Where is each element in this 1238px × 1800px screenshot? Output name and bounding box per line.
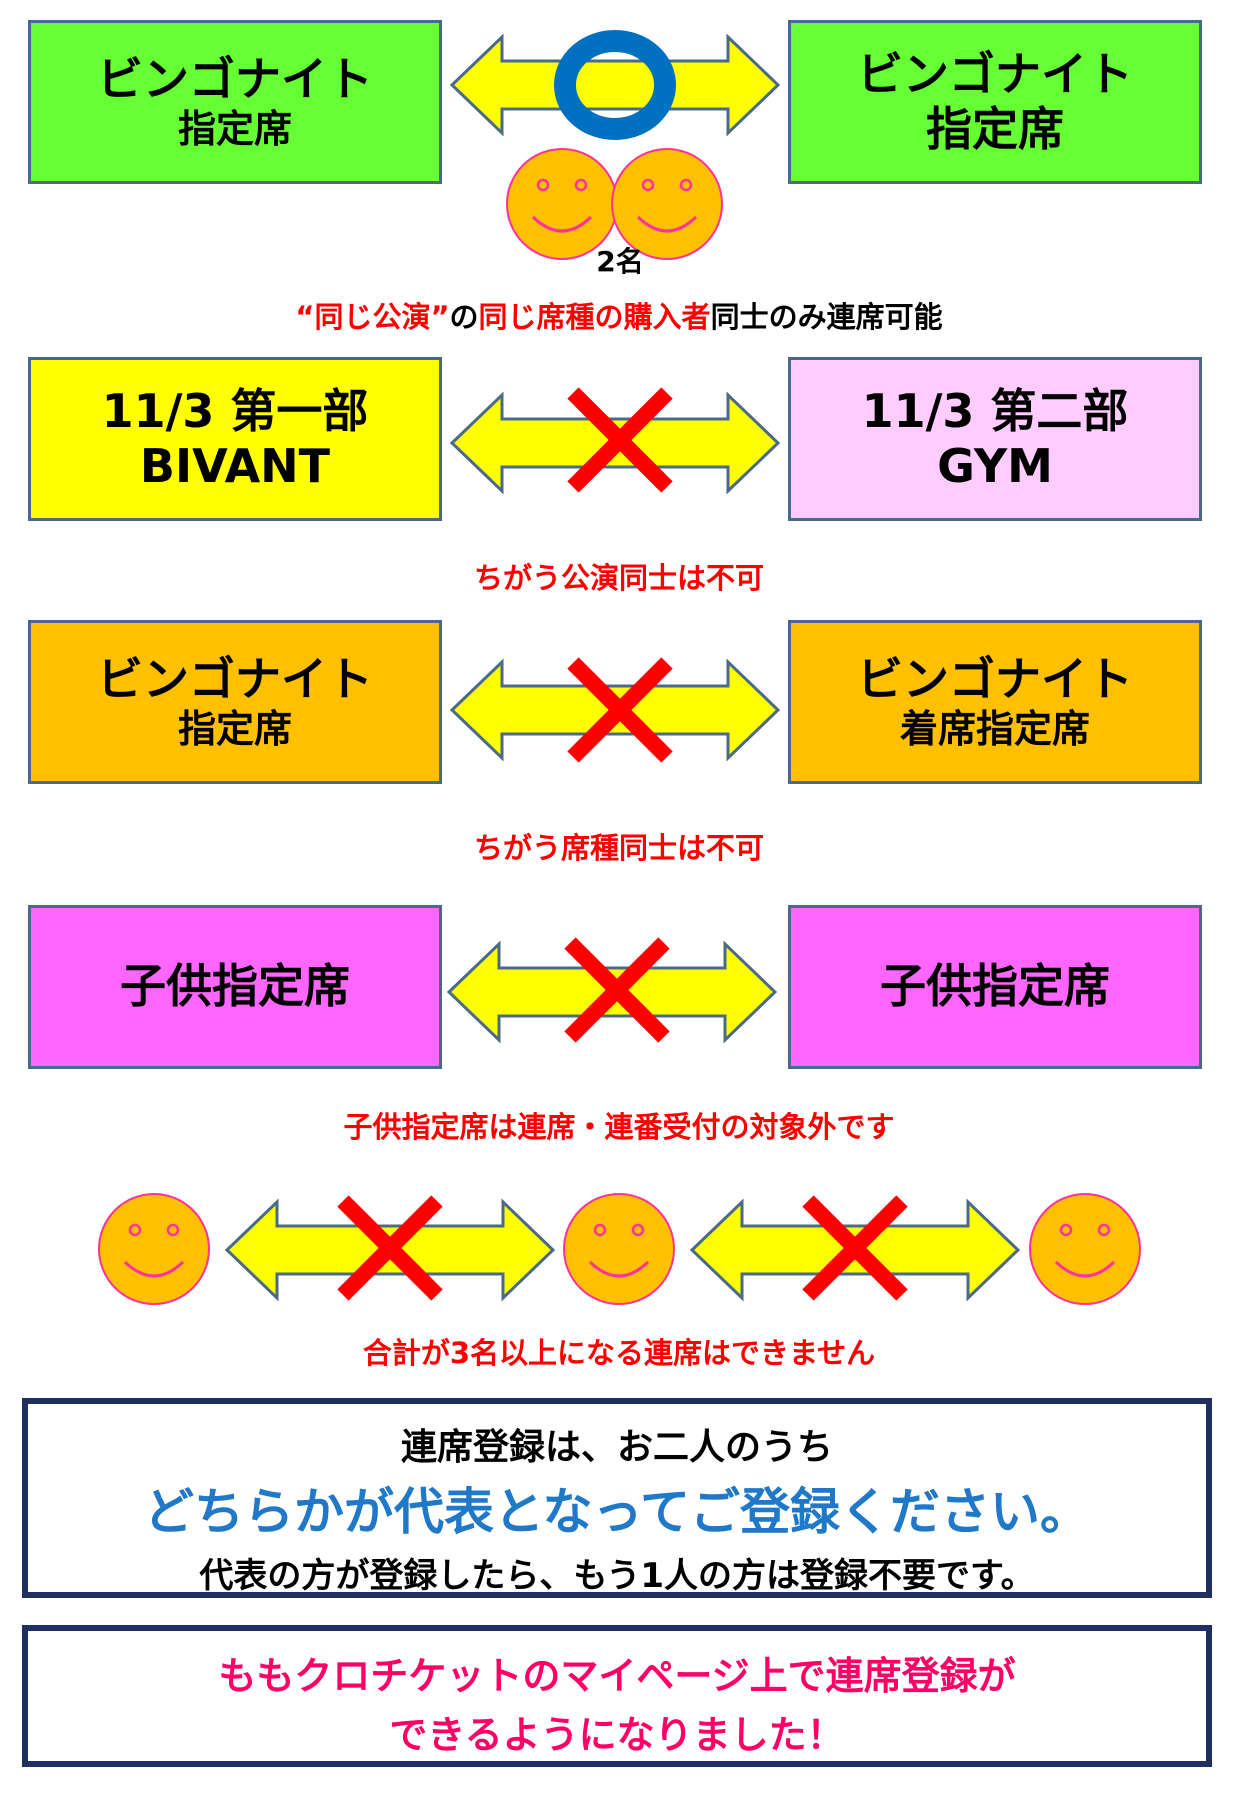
cross-mark-icon [337, 1195, 443, 1301]
caption-emphasis: 同じ席種の購入者 [478, 300, 711, 334]
notice-highlight: ももクロチケットのマイページ上で連席登録が [218, 1654, 1016, 1698]
seat-box-part1-bivant: 11/3 第一部 BIVANT [28, 357, 442, 521]
different-performance-caption: ちがう公演同士は不可 [473, 561, 764, 595]
seat-box-subtitle: 着席指定席 [899, 706, 1090, 751]
same-performance-caption: “同じ公演”の同じ席種の購入者同士のみ連席可能 [0, 294, 1238, 336]
seat-box-subtitle: 指定席 [177, 106, 292, 151]
notice-line: 代表の方が登録したら、もう1人の方は登録不要です。 [199, 1556, 1035, 1596]
smiley-face-icon [506, 148, 618, 260]
smiley-face-icon [1029, 1193, 1141, 1305]
person-count-label: 2名 [596, 245, 644, 278]
seat-box-title: 子供指定席 [120, 959, 350, 1014]
double-arrow-icon [449, 33, 781, 137]
child-seat-caption: 子供指定席は連席・連番受付の対象外です [343, 1110, 895, 1144]
mypage-registration-notice: ももクロチケットのマイページ上で連席登録が できるようになりました！ [22, 1625, 1212, 1767]
cross-mark-icon [802, 1195, 908, 1301]
seat-box-title: ビンゴナイト [97, 51, 373, 106]
ok-circle-icon [554, 30, 676, 140]
smiley-face-icon [98, 1193, 210, 1305]
seat-box-title: 11/3 第二部 [861, 383, 1129, 438]
seat-box-subtitle: BIVANT [139, 439, 331, 493]
seat-box-title: ビンゴナイト [97, 651, 373, 706]
caption-text: の [449, 300, 479, 334]
seat-box-subtitle: GYM [937, 439, 1053, 493]
seat-box-child-right: 子供指定席 [788, 905, 1202, 1069]
different-seat-type-caption: ちがう席種同士は不可 [473, 831, 764, 865]
notice-highlight: どちらかが代表となってご登録ください。 [144, 1483, 1090, 1541]
notice-highlight: できるようになりました！ [389, 1713, 845, 1757]
seat-box-subtitle: 指定席 [177, 706, 292, 751]
seat-box-bingo-seated-designated: ビンゴナイト 着席指定席 [788, 620, 1202, 784]
caption-text: 同士のみ連席可能 [710, 300, 943, 334]
smiley-face-icon [563, 1193, 675, 1305]
seat-box-title: 子供指定席 [880, 959, 1110, 1014]
seat-box-part2-gym: 11/3 第二部 GYM [788, 357, 1202, 521]
seat-box-bingo-designated-right: ビンゴナイト 指定席 [788, 20, 1202, 184]
cross-mark-icon [567, 387, 673, 493]
three-or-more-caption: 合計が3名以上になる連席はできません [362, 1336, 876, 1370]
caption-emphasis: “同じ公演” [295, 300, 450, 334]
seat-box-title: 11/3 第一部 [101, 383, 369, 438]
cross-mark-icon [567, 657, 673, 763]
smiley-face-icon [611, 148, 723, 260]
seat-box-title: ビンゴナイト [857, 46, 1133, 101]
cross-mark-icon [564, 937, 670, 1043]
notice-line: 連席登録は、お二人のうち [400, 1427, 833, 1468]
seat-box-child-left: 子供指定席 [28, 905, 442, 1069]
seat-box-title: ビンゴナイト [857, 651, 1133, 706]
seat-box-bingo-designated: ビンゴナイト 指定席 [28, 620, 442, 784]
seat-box-bingo-designated-left: ビンゴナイト 指定席 [28, 20, 442, 184]
representative-registration-notice: 連席登録は、お二人のうち どちらかが代表となってご登録ください。 代表の方が登録… [22, 1398, 1212, 1598]
seat-box-subtitle: 指定席 [926, 102, 1064, 156]
